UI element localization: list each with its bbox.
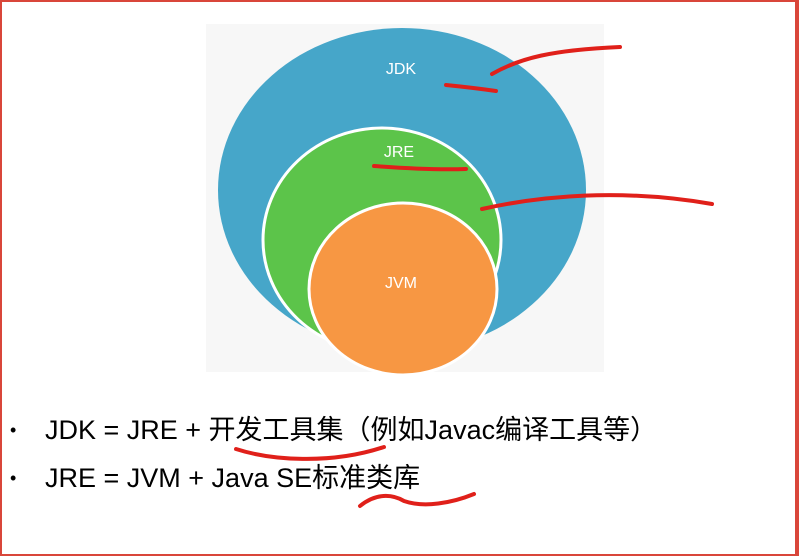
annotation-underline-stdlib [358, 492, 476, 508]
annotation-stroke-jre-arrow [480, 193, 714, 211]
jre-label: JRE [384, 144, 414, 161]
bullet-marker: • [10, 468, 17, 488]
annotation-underline-jre [372, 164, 468, 172]
jvm-label: JVM [385, 275, 417, 292]
bullet-marker: • [10, 420, 17, 440]
annotation-underline-jdk [444, 83, 498, 93]
annotation-stroke-jdk-arrow [490, 45, 622, 76]
bullet-text-jdk: JDK = JRE + 开发工具集（例如Javac编译工具等） [45, 415, 658, 445]
bullet-text-jre: JRE = JVM + Java SE标准类库 [45, 463, 421, 493]
bullet-item-jre: • JRE = JVM + Java SE标准类库 [0, 458, 795, 498]
jdk-label: JDK [386, 61, 417, 78]
jvm-circle [307, 201, 499, 377]
bullet-item-jdk: • JDK = JRE + 开发工具集（例如Javac编译工具等） [0, 410, 795, 450]
annotation-underline-devtools [234, 445, 386, 461]
